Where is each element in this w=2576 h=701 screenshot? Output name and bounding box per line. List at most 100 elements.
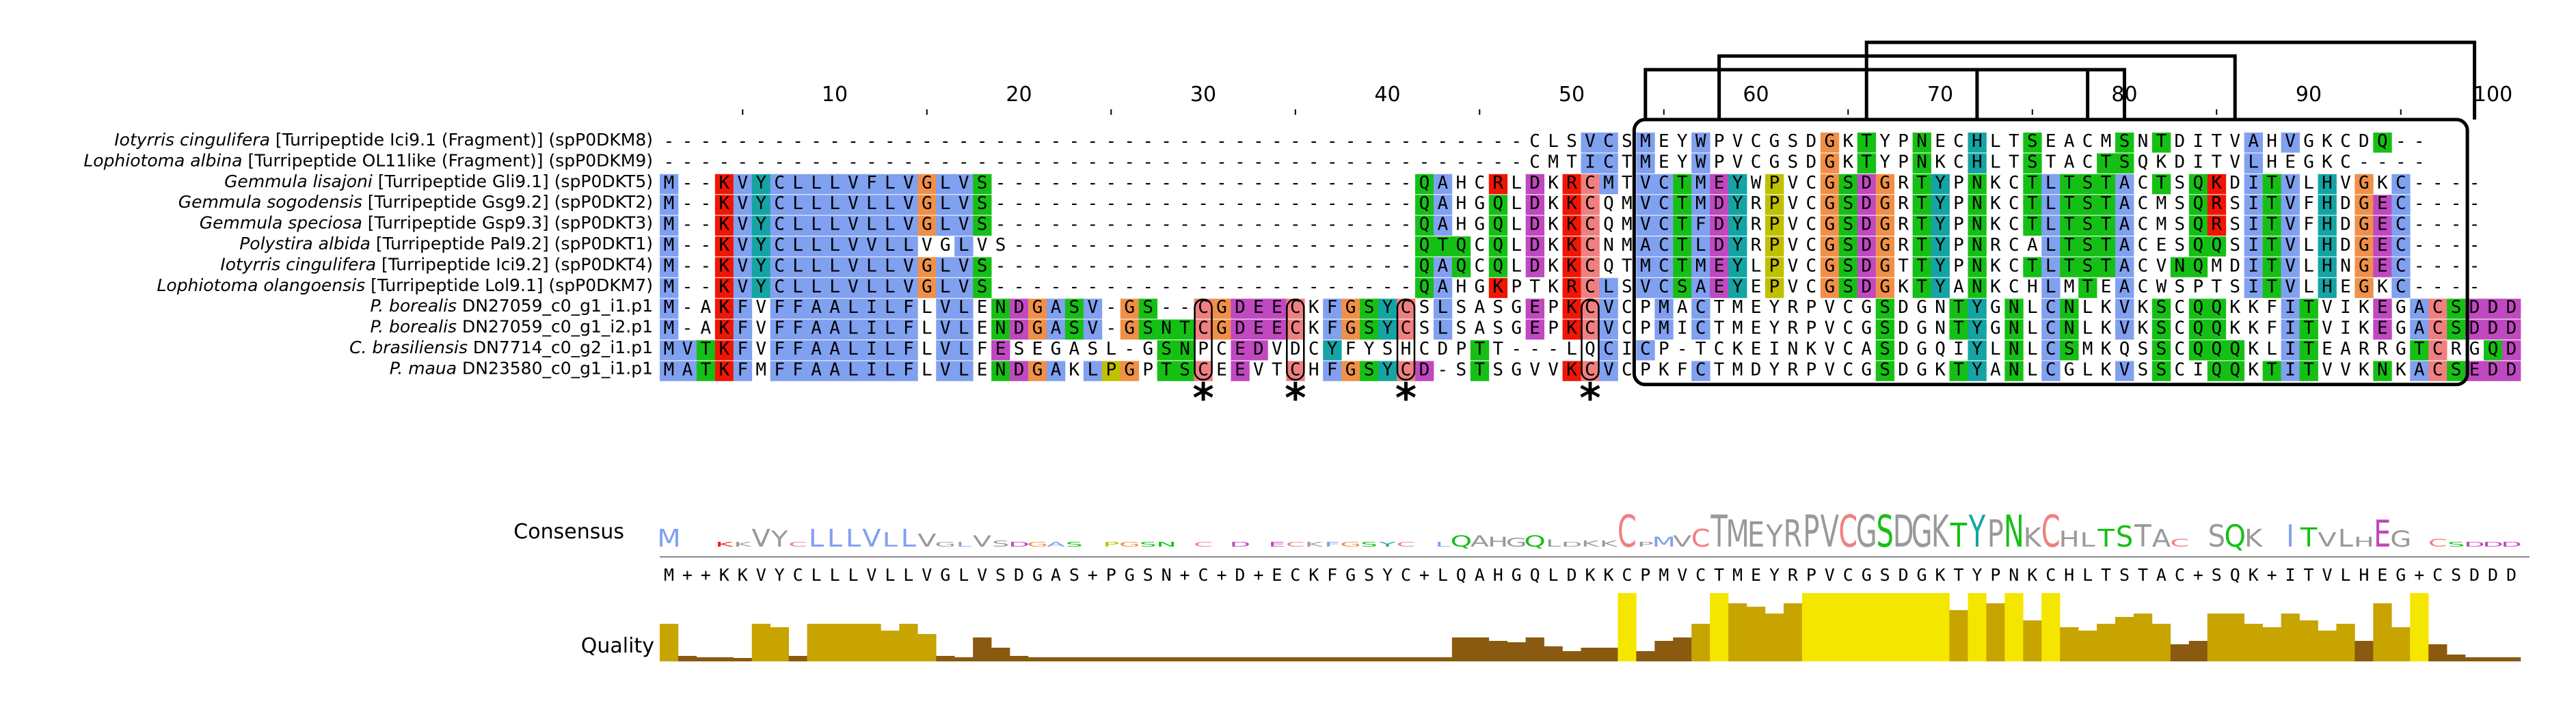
residue: S (2451, 318, 2462, 339)
residue-cell (2410, 361, 2429, 381)
residue: - (1290, 256, 1301, 276)
residue-cell (2391, 257, 2411, 277)
residue-cell (1691, 174, 1710, 195)
residue: C (1198, 297, 1209, 318)
residue: - (1235, 193, 1246, 214)
residue-cell (2373, 215, 2392, 236)
residue-cell (1875, 257, 1895, 277)
residue: V (1548, 359, 1559, 380)
residue-cell (991, 299, 1010, 319)
quality-bar (1783, 603, 1803, 661)
residue-cell (973, 215, 992, 236)
residue: M (1548, 152, 1559, 172)
residue-cell (2004, 340, 2024, 361)
residue: G (1124, 297, 1135, 318)
quality-bar (1212, 657, 1231, 661)
residue: L (2082, 359, 2093, 380)
logo-letter: K (1581, 538, 1600, 549)
residue: N (2340, 256, 2351, 276)
residue: E (2377, 215, 2388, 235)
residue: L (2303, 235, 2314, 256)
logo-letter: D (1008, 540, 1030, 548)
residue: - (1253, 173, 1264, 193)
residue: C (1659, 235, 1669, 256)
residue: L (922, 339, 933, 359)
residue-cell (788, 236, 807, 257)
residue: D (2359, 131, 2370, 152)
residue: G (1124, 318, 1135, 339)
residue: P (1640, 318, 1651, 339)
residue-cell (2262, 174, 2281, 195)
quality-bar (899, 624, 918, 661)
residue: G (1879, 215, 1890, 235)
residue: - (1216, 131, 1227, 152)
quality-bar (2097, 624, 2116, 661)
consensus-residue: P (1640, 565, 1650, 585)
residue-cell (1010, 319, 1029, 340)
sequence-label: Polystira albida [Turripeptide Pal9.2] (… (239, 234, 653, 253)
residue: E (2377, 318, 2388, 339)
residue: - (1069, 131, 1080, 152)
residue: V (737, 215, 748, 235)
residue: - (1290, 152, 1301, 172)
residue: G (940, 235, 951, 256)
residue-cell (1636, 133, 1655, 153)
residue-cell (936, 174, 955, 195)
residue: - (1327, 277, 1338, 297)
residue: D (1014, 297, 1025, 318)
residue: L (2045, 277, 2056, 297)
residue: - (701, 131, 712, 152)
residue-cell (2410, 340, 2429, 361)
residue: - (995, 173, 1006, 193)
residue: D (1529, 235, 1540, 256)
residue: T (2064, 193, 2075, 214)
residue: L (922, 318, 933, 339)
residue: S (2082, 256, 2093, 276)
residue: M (2101, 131, 2112, 152)
logo-letter: Y (770, 526, 789, 552)
residue-cell (2115, 361, 2134, 381)
residue: C (1842, 297, 1853, 318)
residue-cell (899, 277, 918, 299)
residue: - (958, 131, 969, 152)
residue: V (1824, 297, 1835, 318)
residue: E (2469, 359, 2480, 380)
logo-letter: P (1803, 506, 1819, 558)
residue-cell (881, 215, 900, 236)
residue-cell (899, 340, 918, 361)
residue: K (1548, 173, 1559, 193)
residue: - (1105, 152, 1116, 172)
residue: T (1179, 318, 1190, 339)
residue: L (958, 339, 969, 359)
residue: L (811, 193, 822, 214)
residue-cell (2244, 257, 2264, 277)
residue: S (1364, 318, 1375, 339)
residue-cell (973, 174, 992, 195)
residue: L (2303, 173, 2314, 193)
residue-cell (2244, 195, 2264, 215)
residue: A (682, 359, 693, 380)
residue: S (1622, 131, 1633, 152)
residue: W (1695, 152, 1706, 172)
residue-cell (1875, 299, 1895, 319)
residue: S (1142, 297, 1153, 318)
residue: L (848, 339, 859, 359)
logo-letter: C (2428, 537, 2447, 549)
residue-cell (714, 195, 734, 215)
cysteine-box (1396, 298, 1416, 381)
residue: F (977, 339, 988, 359)
residue-cell (1231, 299, 1250, 319)
residue: E (977, 318, 988, 339)
residue: - (2377, 152, 2388, 172)
residue: L (885, 193, 896, 214)
residue: G (1345, 297, 1356, 318)
residue-cell (1138, 299, 1158, 319)
sequence-label: Iotyrris cingulifera [Turripeptide Ici9.… (114, 130, 653, 150)
residue: V (737, 193, 748, 214)
quality-bar (2004, 593, 2024, 661)
residue: - (1069, 193, 1080, 214)
residue: G (1824, 173, 1835, 193)
residue: - (1401, 215, 1412, 235)
residue: V (977, 235, 988, 256)
residue-cell (2115, 236, 2134, 257)
